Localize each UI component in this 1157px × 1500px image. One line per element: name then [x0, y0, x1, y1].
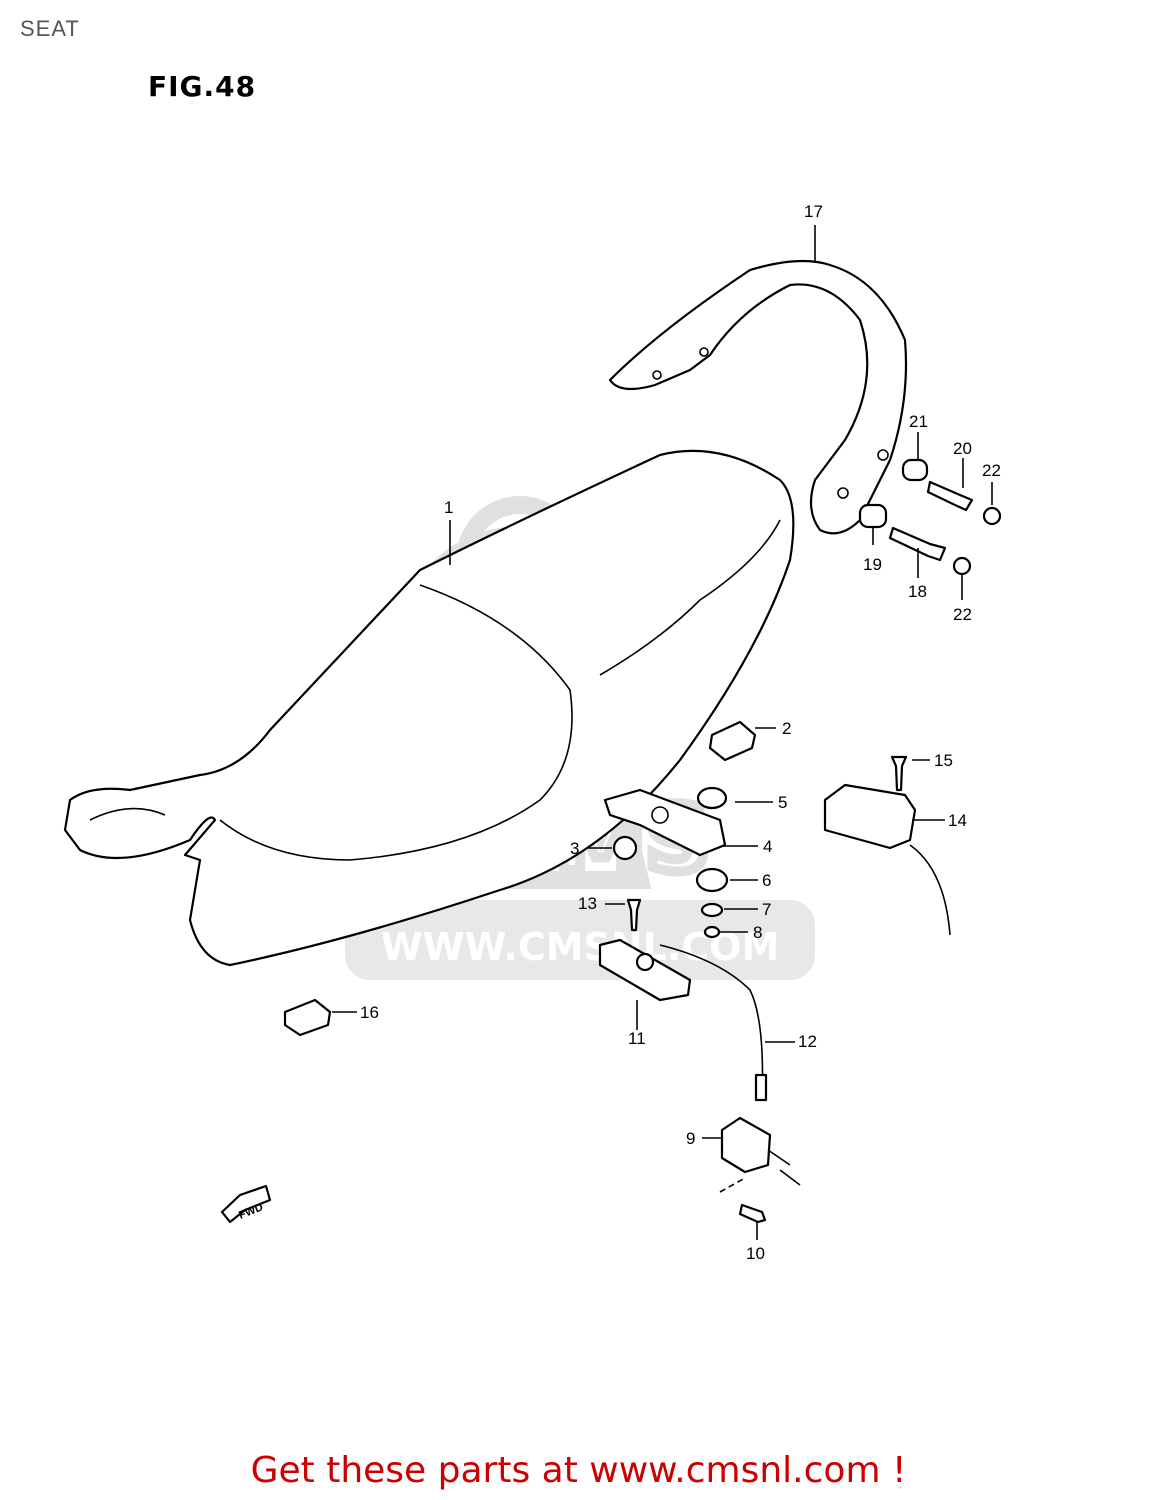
callout-8: 8 [753, 923, 762, 942]
callout-2: 2 [782, 719, 791, 738]
cable-12 [659, 944, 768, 1102]
callout-22-top: 22 [982, 461, 1001, 480]
callout-16: 16 [360, 1003, 379, 1022]
damper-3 [612, 835, 638, 861]
callout-9: 9 [686, 1129, 695, 1148]
bolt-18 [888, 526, 947, 562]
collar-19 [858, 503, 888, 529]
callout-22-bottom: 22 [953, 605, 972, 624]
callout-20: 20 [953, 439, 972, 458]
callout-13: 13 [578, 894, 597, 913]
callout-14: 14 [948, 811, 967, 830]
callout-19: 19 [863, 555, 882, 574]
callout-17: 17 [804, 202, 823, 221]
callout-4: 4 [763, 837, 772, 856]
lock-9 [720, 1116, 801, 1186]
callout-5: 5 [778, 793, 787, 812]
latch-11 [598, 938, 692, 1002]
cap-22a [982, 506, 1002, 526]
holder-14 [823, 783, 951, 936]
bolt-10 [719, 1177, 767, 1224]
grab-rail-part [608, 259, 908, 535]
callout-10: 10 [746, 1244, 765, 1263]
seat-part [63, 449, 795, 967]
buffer-2 [708, 720, 757, 762]
screw-15 [890, 755, 908, 792]
callout-18: 18 [908, 582, 927, 601]
buffer-16 [283, 998, 332, 1037]
callout-labels: 1 2 3 4 5 6 7 8 9 10 11 12 13 14 15 16 1… [360, 202, 1001, 1263]
figure-label: FIG.48 [148, 70, 257, 103]
callout-15: 15 [934, 751, 953, 770]
bracket-4 [603, 788, 727, 857]
callout-1: 1 [444, 498, 453, 517]
cap-22b [952, 556, 972, 576]
nut-8 [703, 925, 721, 939]
footer-link[interactable]: Get these parts at www.cmsnl.com ! [250, 1450, 907, 1491]
leader-lines [332, 225, 993, 1240]
callout-3: 3 [570, 839, 579, 858]
callout-11: 11 [628, 1029, 646, 1048]
callout-7: 7 [762, 900, 771, 919]
forward-arrow-icon: FWD [220, 1184, 272, 1224]
callout-6: 6 [762, 871, 771, 890]
callout-12: 12 [798, 1032, 817, 1051]
washer-6 [695, 867, 729, 893]
callout-21: 21 [909, 412, 928, 431]
grommet-5 [696, 786, 728, 810]
collar-21 [901, 458, 929, 482]
page-title: SEAT [20, 16, 80, 41]
screw-13 [626, 898, 642, 932]
bolt-20 [926, 480, 974, 512]
nut-7 [700, 902, 724, 918]
